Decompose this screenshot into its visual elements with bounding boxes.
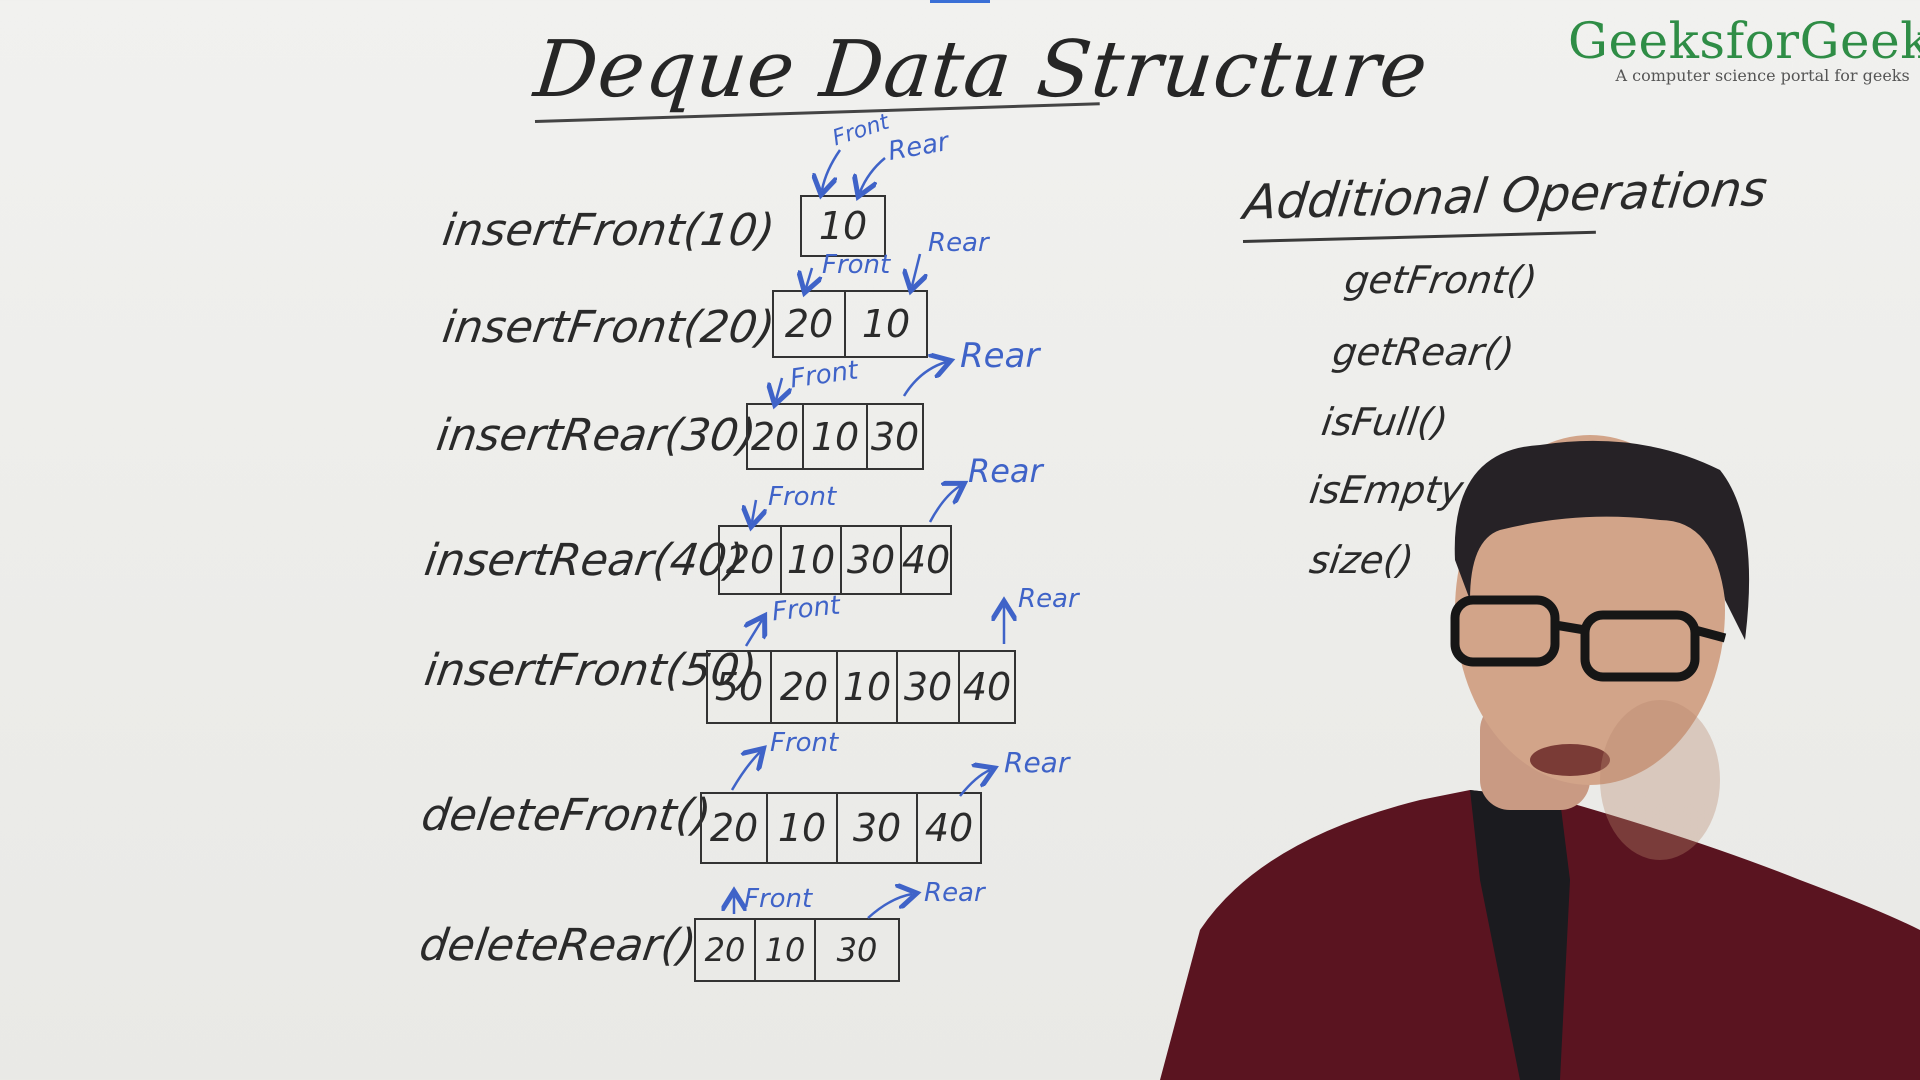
deque-row-7: 20 10 30 <box>694 918 900 982</box>
deque-cell: 50 <box>708 652 772 722</box>
rear-label: Rear <box>1018 584 1079 614</box>
deque-cell: 10 <box>756 920 816 980</box>
rear-arrow <box>867 894 912 919</box>
rear-arrow <box>912 253 920 286</box>
deque-cell: 40 <box>960 652 1016 722</box>
rear-arrow <box>902 362 946 397</box>
inner-shirt <box>1470 790 1570 1080</box>
deque-row-3: 20 10 30 <box>746 403 924 470</box>
mouth <box>1530 744 1610 776</box>
front-arrow <box>822 149 842 190</box>
deque-cell: 10 <box>768 794 838 862</box>
deque-cell: 20 <box>702 794 768 862</box>
deque-cell: 40 <box>902 527 952 593</box>
logo: GeeksforGeeks A computer science portal … <box>1568 12 1920 85</box>
front-label: Front <box>768 482 837 512</box>
deque-cell: 30 <box>816 920 900 980</box>
deque-cell: 10 <box>838 652 898 722</box>
deque-row-6: 20 10 30 40 <box>700 792 982 864</box>
front-label: Front <box>770 728 839 758</box>
rear-label: Rear <box>968 452 1043 490</box>
deque-cell: 10 <box>802 197 886 255</box>
front-arrow <box>746 620 762 647</box>
deque-row-1: 10 <box>800 195 886 257</box>
deque-row-4: 20 10 30 40 <box>718 525 952 595</box>
logo-name: GeeksforGeeks <box>1568 12 1920 70</box>
hair <box>1454 440 1750 640</box>
deque-cell: 10 <box>846 292 928 356</box>
video-progress-indicator <box>930 0 990 3</box>
deque-cell: 10 <box>804 405 868 468</box>
deque-cell: 10 <box>782 527 842 593</box>
logo-tagline: A computer science portal for geeks <box>1615 66 1910 85</box>
deque-cell: 20 <box>720 527 782 593</box>
deque-cell: 30 <box>868 405 924 468</box>
rear-label: Rear <box>924 878 985 908</box>
deque-cell: 30 <box>898 652 960 722</box>
rear-label: Rear <box>960 336 1040 376</box>
deque-cell: 40 <box>918 794 982 862</box>
deque-cell: 20 <box>748 405 804 468</box>
deque-row-5: 50 20 10 30 40 <box>706 650 1016 724</box>
front-label: Front <box>822 250 891 280</box>
front-arrow <box>730 752 760 791</box>
front-label: Front <box>744 884 813 914</box>
deque-cell: 30 <box>838 794 918 862</box>
deque-cell: 20 <box>696 920 756 980</box>
deque-cell: 20 <box>774 292 846 356</box>
rear-label: Rear <box>928 228 989 258</box>
deque-cell: 20 <box>772 652 838 722</box>
front-arrow <box>776 377 782 400</box>
beard-shadow <box>1600 700 1720 860</box>
front-arrow <box>806 267 812 288</box>
rear-label: Rear <box>1004 746 1070 779</box>
front-arrow <box>752 499 756 522</box>
deque-cell: 30 <box>842 527 902 593</box>
deque-row-2: 20 10 <box>772 290 928 358</box>
rear-arrow <box>860 157 886 192</box>
rear-arrow <box>928 486 960 523</box>
glasses-icon <box>1450 595 1727 682</box>
rear-arrow <box>959 770 990 797</box>
